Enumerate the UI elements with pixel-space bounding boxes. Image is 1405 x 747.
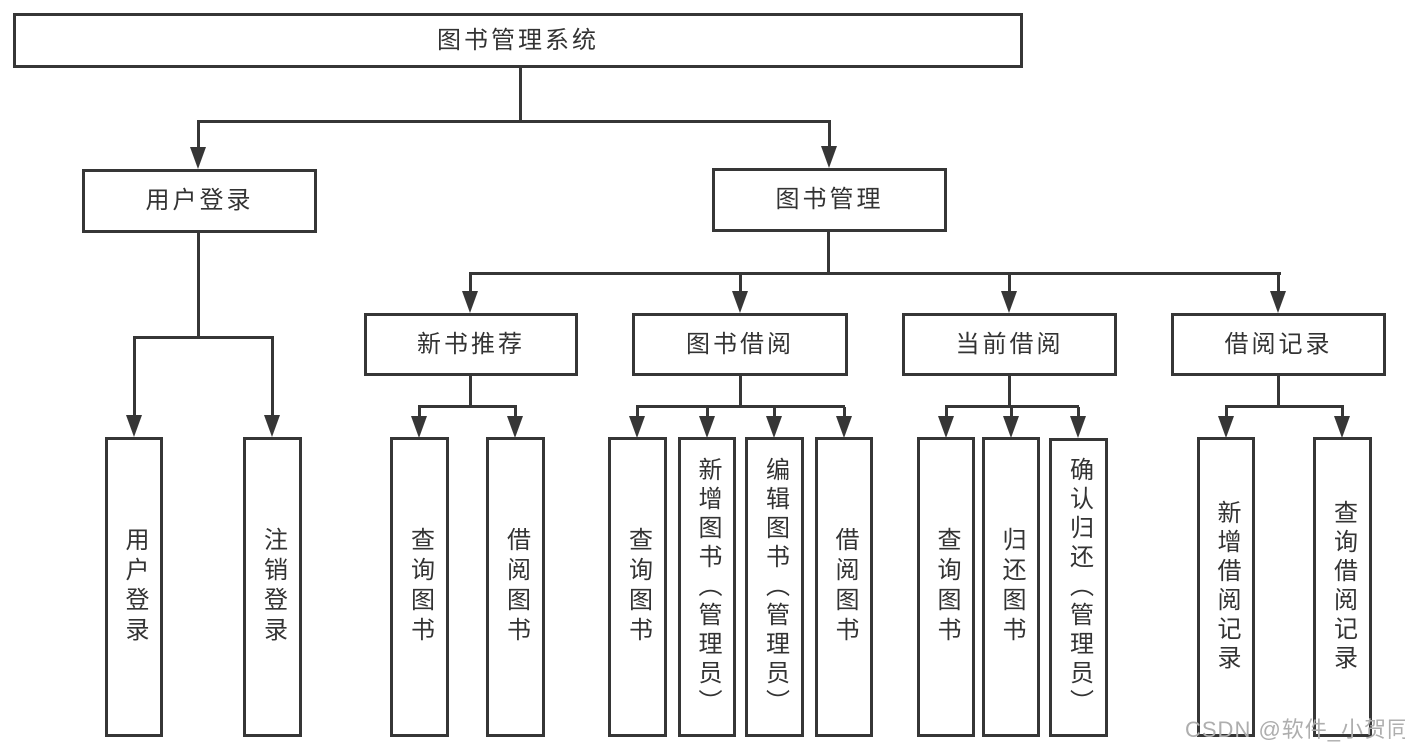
connector-arrow-tail [1008, 274, 1011, 292]
arrow-down-icon [411, 416, 427, 438]
leaf-add-books-admin: 新增图书（管理员） [678, 437, 736, 737]
arrow-down-icon [1334, 416, 1350, 438]
arrow-down-icon [629, 416, 645, 438]
connector-records-vertical [1277, 376, 1280, 408]
connector-recommend-split [418, 405, 517, 408]
connector-arrow-tail [1010, 407, 1013, 417]
node-book-management-label: 图书管理 [775, 186, 884, 213]
leaf-user-login-label: 用户登录 [121, 527, 148, 647]
leaf-logout: 注销登录 [243, 437, 302, 737]
node-root: 图书管理系统 [13, 13, 1023, 68]
node-current-borrow: 当前借阅 [902, 313, 1117, 376]
node-book-borrow-label: 图书借阅 [686, 330, 794, 358]
arrow-down-icon [190, 147, 206, 169]
connector-arrow-tail [843, 407, 846, 417]
leaf-return-books: 归还图书 [982, 437, 1040, 737]
leaf-add-borrow-record: 新增借阅记录 [1197, 437, 1255, 737]
connector-arrow-tail [1225, 407, 1228, 417]
connector-arrow-tail [469, 274, 472, 292]
connector-recommend-vertical [469, 376, 472, 408]
node-user-login: 用户登录 [82, 169, 317, 233]
arrow-down-icon [1070, 416, 1086, 438]
connector-records-split [1225, 405, 1344, 408]
leaf-add-books-admin-label: 新增图书（管理员） [694, 456, 721, 718]
node-root-label: 图书管理系统 [437, 26, 599, 54]
arrow-down-icon [836, 416, 852, 438]
arrow-down-icon [938, 416, 954, 438]
node-new-book-recommend-label: 新书推荐 [417, 330, 525, 358]
leaf-recommend-borrow-books: 借阅图书 [486, 437, 545, 737]
arrow-down-icon [1270, 291, 1286, 313]
connector-arrow-tail [133, 337, 136, 417]
leaf-edit-books-admin: 编辑图书（管理员） [745, 437, 804, 737]
arrow-down-icon [507, 416, 523, 438]
connector-borrow-split [636, 405, 845, 408]
arrow-down-icon [699, 416, 715, 438]
leaf-borrow-query-books: 查询图书 [608, 437, 667, 737]
connector-root-vertical [519, 68, 522, 123]
leaf-logout-label: 注销登录 [259, 527, 287, 647]
leaf-borrow-books-label: 借阅图书 [831, 527, 858, 647]
connector-arrow-tail [514, 407, 517, 417]
arrow-down-icon [264, 415, 280, 437]
connector-borrow-vertical [739, 376, 742, 408]
connector-arrow-tail [706, 407, 709, 417]
connector-current-vertical [1008, 376, 1011, 408]
leaf-return-books-label: 归还图书 [998, 527, 1025, 647]
leaf-recommend-query-books-label: 查询图书 [406, 527, 434, 647]
connector-arrow-tail [197, 121, 200, 149]
node-user-login-label: 用户登录 [145, 187, 254, 214]
connector-arrow-tail [945, 407, 948, 417]
leaf-query-borrow-record-label: 查询借阅记录 [1329, 500, 1357, 674]
leaf-edit-books-admin-label: 编辑图书（管理员） [761, 456, 789, 718]
connector-arrow-tail [739, 274, 742, 292]
leaf-recommend-borrow-books-label: 借阅图书 [502, 527, 530, 647]
leaf-confirm-return-admin: 确认归还（管理员） [1049, 438, 1108, 737]
node-book-management: 图书管理 [712, 168, 947, 232]
leaf-borrow-books: 借阅图书 [815, 437, 873, 737]
arrow-down-icon [1003, 416, 1019, 438]
watermark: CSDN @软件_小贺同学 [1185, 717, 1405, 742]
connector-arrow-tail [828, 121, 831, 149]
arrow-down-icon [462, 291, 478, 313]
leaf-add-borrow-record-label: 新增借阅记录 [1213, 500, 1240, 674]
node-book-borrow: 图书借阅 [632, 313, 848, 376]
leaf-query-borrow-record: 查询借阅记录 [1313, 437, 1372, 737]
leaf-user-login: 用户登录 [105, 437, 163, 737]
arrow-down-icon [821, 146, 837, 168]
connector-current-split [945, 405, 1079, 408]
leaf-current-query-books: 查询图书 [917, 437, 975, 737]
node-new-book-recommend: 新书推荐 [364, 313, 578, 376]
connector-userlogin-vertical [197, 233, 200, 339]
node-borrow-records: 借阅记录 [1171, 313, 1386, 376]
node-borrow-records-label: 借阅记录 [1224, 330, 1333, 358]
connector-arrow-tail [773, 407, 776, 417]
connector-arrow-tail [636, 407, 639, 417]
leaf-borrow-query-books-label: 查询图书 [624, 527, 652, 647]
arrow-down-icon [1218, 416, 1234, 438]
node-current-borrow-label: 当前借阅 [955, 330, 1064, 358]
connector-level2-horizontal [469, 272, 1281, 275]
connector-arrow-tail [271, 337, 274, 417]
arrow-down-icon [126, 415, 142, 437]
leaf-recommend-query-books: 查询图书 [390, 437, 449, 737]
connector-bookmgmt-vertical [827, 232, 830, 275]
connector-arrow-tail [1077, 407, 1080, 417]
connector-arrow-tail [418, 407, 421, 417]
leaf-current-query-books-label: 查询图书 [933, 527, 960, 647]
connector-arrow-tail [1277, 274, 1280, 292]
leaf-confirm-return-admin-label: 确认归还（管理员） [1065, 457, 1093, 718]
arrow-down-icon [732, 291, 748, 313]
connector-level1-horizontal [197, 120, 831, 123]
connector-arrow-tail [1341, 407, 1344, 417]
arrow-down-icon [1001, 291, 1017, 313]
connector-userlogin-horizontal [133, 336, 274, 339]
arrow-down-icon [766, 416, 782, 438]
